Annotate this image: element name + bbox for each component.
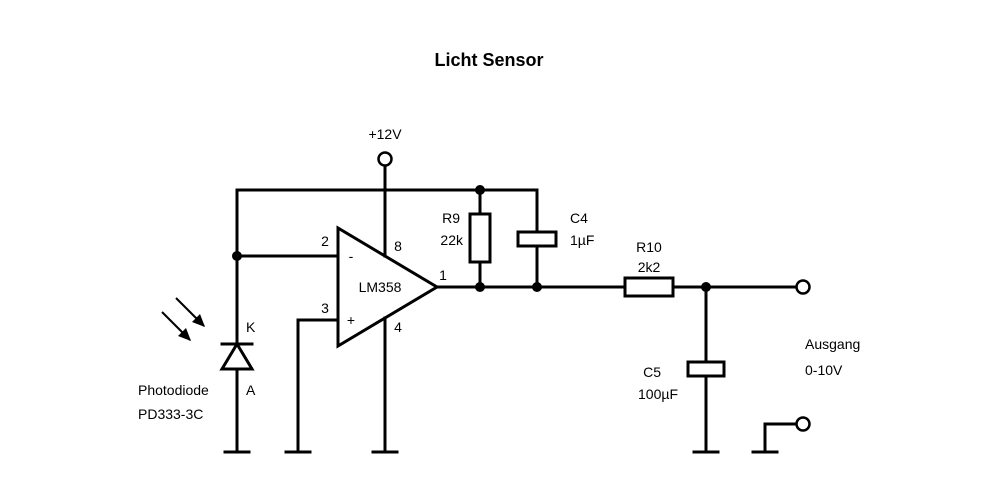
r10-ref: R10 [636, 239, 662, 255]
opamp-triangle [336, 225, 440, 349]
output-ground-wire [763, 422, 798, 454]
c5-value: 100µF [638, 386, 678, 402]
output-range: 0-10V [805, 362, 843, 378]
pin-2-label: 2 [321, 233, 329, 249]
pin-8-label: 8 [394, 238, 402, 254]
opamp-lm358: LM358 - + 2 3 8 4 1 [321, 225, 447, 349]
c4-value: 1µF [570, 232, 594, 248]
diode-a-label: A [246, 382, 256, 398]
diode-k-label: K [246, 319, 256, 335]
diode-part: PD333-3C [138, 406, 203, 422]
diagram-title: Licht Sensor [434, 50, 543, 70]
pin-1-label: 1 [439, 267, 447, 283]
output-label: Ausgang [805, 336, 860, 352]
r9-resistor [468, 212, 492, 264]
c5-capacitor [686, 360, 726, 378]
c4-capacitor [516, 230, 558, 248]
r10-resistor [623, 276, 675, 298]
pin-4-label: 4 [394, 319, 402, 335]
output-terminal-ground [795, 416, 811, 432]
photodiode: K A Photodiode PD333-3C [138, 319, 256, 454]
light-arrows-icon [161, 297, 205, 341]
opamp-label: LM358 [359, 279, 402, 295]
r9-ref: R9 [442, 210, 460, 226]
opamp-minus-sign: - [349, 248, 354, 264]
photodiode-triangle [219, 341, 255, 371]
noninverting-input-wire [296, 318, 340, 454]
supply-label: +12V [368, 126, 402, 142]
pin-3-label: 3 [321, 300, 329, 316]
opamp-plus-sign: + [347, 312, 355, 328]
output-terminal-signal [795, 279, 811, 295]
c5-ref: C5 [643, 364, 661, 380]
supply-terminal [377, 151, 393, 167]
c4-ref: C4 [570, 210, 588, 226]
diode-label: Photodiode [138, 382, 209, 398]
r9-value: 22k [440, 232, 464, 248]
r10-value: 2k2 [638, 259, 661, 275]
